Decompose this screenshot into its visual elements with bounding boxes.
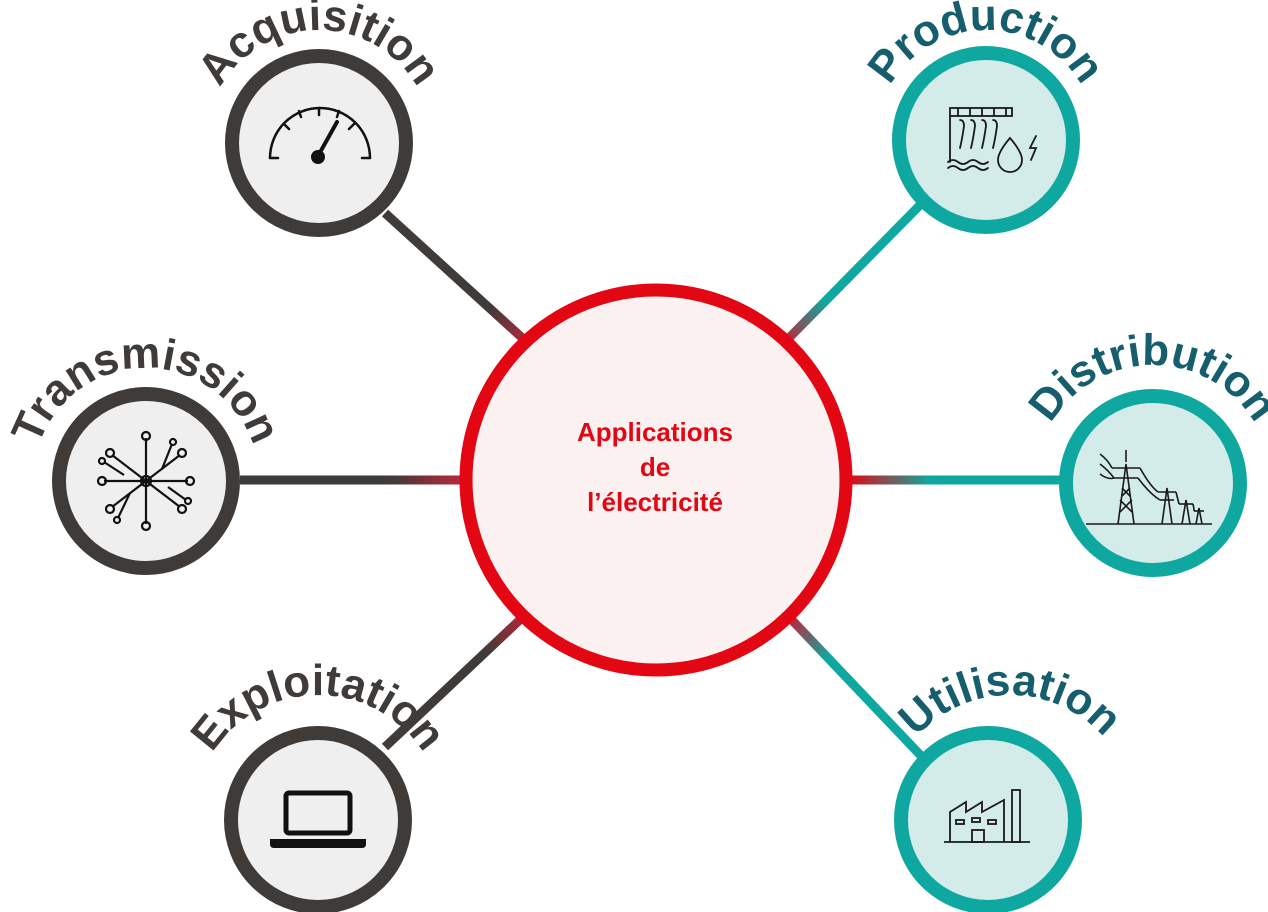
laptop-icon [270,790,366,848]
node-utilisation [894,726,1082,912]
node-production [892,46,1080,234]
connector-production [781,196,929,346]
gauge-icon [268,106,372,164]
node-distribution [1059,389,1247,577]
center-title: Applications de l’électricité [455,415,855,520]
center-title-line-2: de [639,452,671,482]
hydro-dam-icon [947,107,1038,173]
center-circle [459,283,853,677]
connector-exploitation [381,611,529,751]
center-title-line-3: l’électricité [587,487,723,517]
node-acquisition [225,49,413,237]
power-pylons-icon [1086,450,1212,525]
connector-acquisition [381,209,534,349]
node-exploitation [224,726,412,912]
connector-utilisation [786,614,929,764]
center-title-line-1: Applications [576,417,733,447]
node-transmission [52,387,240,575]
factory-icon [944,789,1030,843]
network-hub-icon [96,430,196,532]
